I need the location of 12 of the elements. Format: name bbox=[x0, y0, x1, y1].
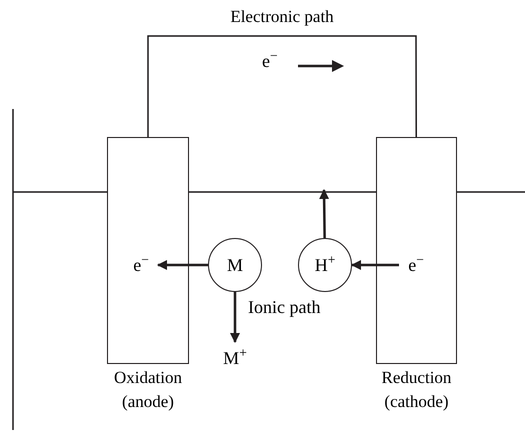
arrow bbox=[351, 260, 399, 270]
arrow bbox=[319, 189, 330, 238]
ionic-path-label: Ionic path bbox=[248, 298, 320, 316]
arrow bbox=[230, 292, 240, 343]
species-label: M$^{+}$ bbox=[220, 346, 250, 370]
species-label: e$^{−}$ bbox=[403, 253, 429, 277]
electron-label: e$^{−}$ bbox=[262, 52, 278, 70]
species-label: e$^{−}$ bbox=[128, 253, 154, 277]
arrow bbox=[157, 260, 208, 270]
wire bbox=[147, 35, 417, 137]
electrode-label: Oxidation (anode) bbox=[113, 367, 183, 413]
electrode-label: Reduction (cathode) bbox=[380, 367, 452, 413]
